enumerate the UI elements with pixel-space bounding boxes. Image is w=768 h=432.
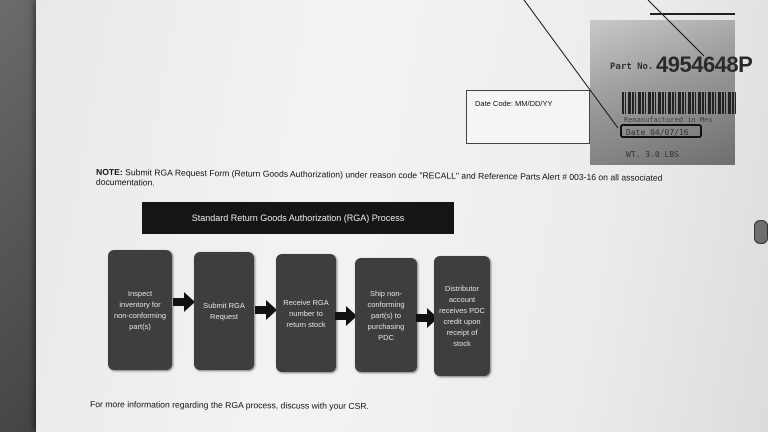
- process-step-2: Submit RGA Request: [194, 252, 254, 370]
- process-step-1: Inspect inventory for non-conforming par…: [108, 250, 172, 370]
- footer-note: For more information regarding the RGA p…: [89, 399, 369, 411]
- arrow-right-icon: [173, 292, 195, 312]
- process-step-3: Receive RGA number to return stock: [276, 254, 336, 372]
- process-step-label: Submit RGA Request: [203, 301, 245, 321]
- process-step-label: Inspect inventory for non-conforming par…: [113, 289, 167, 331]
- process-step-label: Receive RGA number to return stock: [283, 297, 329, 329]
- barcode: [622, 92, 737, 114]
- date-stamp-highlight: Date 04/07/16: [620, 124, 702, 138]
- arrow-right-icon: [335, 306, 357, 326]
- note-prefix: NOTE:: [96, 166, 123, 178]
- process-step-4: Ship non-conforming part(s) to purchasin…: [355, 258, 417, 372]
- process-title: Standard Return Goods Authorization (RGA…: [142, 202, 454, 234]
- part-label-photo: Part No. 4954648P Remanufactured in Mex …: [590, 20, 753, 165]
- binder-hole: [754, 220, 768, 244]
- arrow-right-icon: [255, 300, 277, 320]
- arrow-right-icon: [416, 308, 438, 328]
- process-step-label: Distributor account receives PDC credit …: [439, 284, 485, 348]
- date-code-label: Date Code: MM/DD/YY: [475, 99, 553, 108]
- remanufactured-text: Remanufactured in Mex: [624, 116, 713, 124]
- part-number-caption: Part No.: [610, 62, 654, 72]
- weight-text: WT. 3.0 LBS: [626, 150, 679, 159]
- part-number-value: 4954648P: [656, 52, 753, 77]
- date-code-box: Date Code: MM/DD/YY: [466, 90, 590, 144]
- process-step-label: Ship non-conforming part(s) to purchasin…: [367, 288, 405, 342]
- process-step-5: Distributor account receives PDC credit …: [434, 256, 490, 376]
